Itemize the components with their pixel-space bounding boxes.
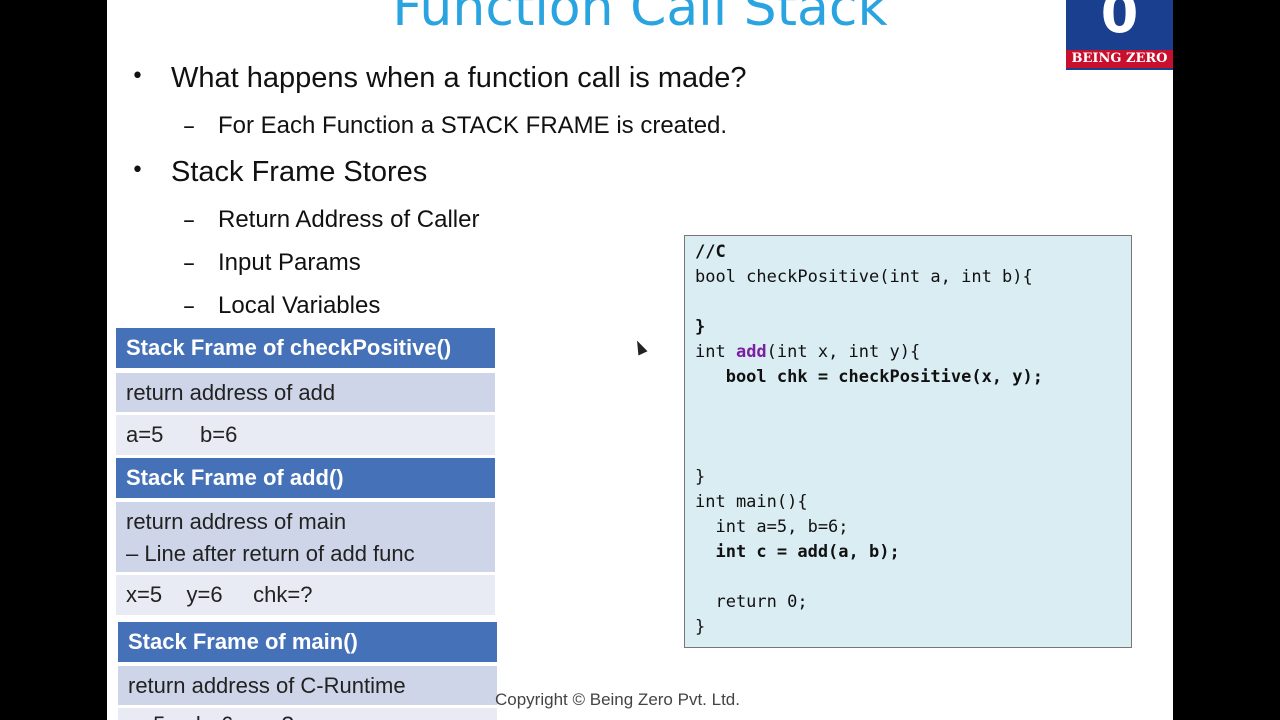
code-line: } bbox=[695, 317, 706, 337]
code-line: //C bbox=[695, 242, 726, 262]
code-line: bool chk = checkPositive(x, y); bbox=[695, 367, 1043, 387]
code-line: int a=5, b=6; bbox=[695, 517, 849, 537]
bullet-dot-icon: • bbox=[131, 64, 144, 89]
slide: Function Call Stack 0 BEING ZERO • What … bbox=[107, 0, 1173, 720]
copyright-footer: Copyright © Being Zero Pvt. Ltd. bbox=[495, 690, 740, 709]
frame-row: return address of main – Line after retu… bbox=[116, 502, 495, 572]
code-line: int c = add(a, b); bbox=[695, 542, 900, 562]
code-line: } bbox=[695, 467, 706, 487]
mouse-cursor-icon bbox=[632, 338, 648, 356]
bullet-1-text: What happens when a function call is mad… bbox=[171, 62, 747, 94]
dash-icon: – bbox=[183, 112, 195, 140]
code-line: bool checkPositive(int a, int b){ bbox=[695, 267, 1033, 287]
bullet-2-text: Stack Frame Stores bbox=[171, 156, 428, 188]
slide-title: Function Call Stack bbox=[392, 0, 888, 38]
logo-digit: 0 bbox=[1100, 0, 1139, 45]
code-block: //C bool checkPositive(int a, int b){ } … bbox=[684, 235, 1132, 648]
code-line: return 0; bbox=[695, 592, 808, 612]
dash-icon: – bbox=[183, 206, 195, 234]
frame-row: a=5 b=6 bbox=[116, 415, 495, 455]
frame-header-checkpositive: Stack Frame of checkPositive() bbox=[116, 328, 495, 368]
bullet-2-sub-1: Return Address of Caller bbox=[218, 206, 480, 233]
code-line: int main(){ bbox=[695, 492, 808, 512]
dash-icon: – bbox=[183, 292, 195, 320]
code-token: (int x, int y){ bbox=[766, 342, 921, 362]
logo-text: BEING ZERO bbox=[1066, 50, 1173, 68]
bullet-1-sub-1: For Each Function a STACK FRAME is creat… bbox=[218, 112, 728, 139]
bullet-2-sub-2: Input Params bbox=[218, 249, 361, 276]
dash-icon: – bbox=[183, 249, 195, 277]
code-token: int bbox=[695, 342, 736, 362]
frame-row: a=5 b=6 c=? bbox=[118, 708, 497, 720]
frame-row: return address of add bbox=[116, 373, 495, 412]
frame-header-main: Stack Frame of main() bbox=[118, 622, 497, 662]
bullet-2-sub-3: Local Variables bbox=[218, 292, 381, 319]
code-line-add-signature: int add(int x, int y){ bbox=[695, 342, 920, 362]
frame-header-add: Stack Frame of add() bbox=[116, 458, 495, 498]
code-line: } bbox=[695, 617, 706, 637]
code-token-add: add bbox=[735, 342, 767, 362]
frame-row: x=5 y=6 chk=? bbox=[116, 575, 495, 615]
being-zero-logo: 0 BEING ZERO bbox=[1066, 0, 1173, 70]
frame-row: return address of C-Runtime bbox=[118, 666, 497, 705]
bullet-dot-icon: • bbox=[131, 158, 144, 183]
